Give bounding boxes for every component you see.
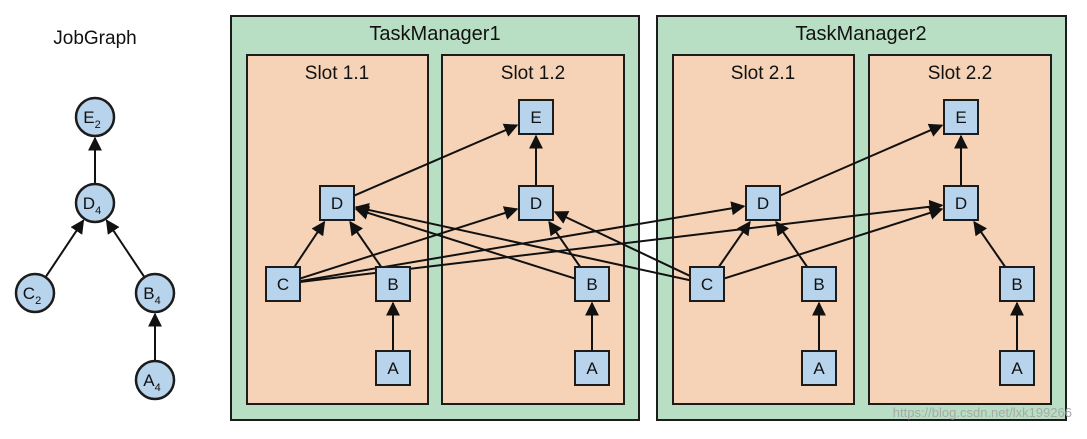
task-node-s21-a: A: [801, 350, 837, 386]
slot-1-1-title: Slot 1.1: [305, 63, 369, 84]
task-node-label: B: [813, 275, 824, 294]
task-node-label: B: [387, 275, 398, 294]
job-graph-node-e: E2: [74, 96, 116, 138]
task-node-label: D: [757, 194, 769, 213]
task-node-label: B: [586, 275, 597, 294]
task-node-s11-c: C: [265, 266, 301, 302]
task-node-s12-b: B: [574, 266, 610, 302]
slot-1-2-title: Slot 1.2: [501, 63, 565, 84]
task-node-label: D: [530, 194, 542, 213]
task-node-s12-e: E: [518, 99, 554, 135]
task-node-s22-e: E: [943, 99, 979, 135]
task-node-s21-d: D: [745, 185, 781, 221]
task-node-s11-d: D: [319, 185, 355, 221]
task-edge-s11-C-to-s21-D: [299, 201, 746, 283]
task-edge-s12-B-to-s11-D: [354, 206, 576, 280]
job-graph-title: JobGraph: [53, 28, 136, 49]
task-node-label: A: [813, 359, 825, 378]
task-manager-2: TaskManager2 Slot 2.1 Slot 2.2: [656, 15, 1067, 421]
slot-2-1: Slot 2.1: [672, 54, 855, 405]
task-node-s22-a: A: [999, 350, 1035, 386]
watermark: https://blog.csdn.net/lxk199266: [893, 405, 1072, 420]
task-manager-1-title: TaskManager1: [369, 23, 500, 45]
job-graph-node-d: D4: [74, 182, 116, 224]
task-edge-s21-D-to-s22-E: [779, 123, 944, 197]
task-node-label: A: [1011, 359, 1023, 378]
task-edge-s11-C-to-s12-D: [299, 206, 519, 280]
task-edge-s11-D-to-s12-E: [353, 123, 519, 197]
task-edge-s21-C-to-s22-D: [723, 206, 944, 280]
task-node-s22-d: D: [943, 185, 979, 221]
task-node-label: E: [955, 108, 966, 127]
slot-2-1-title: Slot 2.1: [731, 63, 795, 84]
task-node-s21-b: B: [801, 266, 837, 302]
task-edge-s11-C-to-s11-D: [293, 220, 326, 268]
task-node-s11-a: A: [375, 350, 411, 386]
task-node-s12-d: D: [518, 185, 554, 221]
job-graph-node-c: C2: [14, 272, 56, 314]
task-manager-1: TaskManager1 Slot 1.1 Slot 1.2: [230, 15, 640, 421]
job-graph-edge-C-D: [44, 219, 85, 278]
task-node-s21-c: C: [689, 266, 725, 302]
task-node-label: D: [331, 194, 343, 213]
job-graph-edge-B-D: [105, 219, 146, 278]
slot-2-2-title: Slot 2.2: [928, 63, 992, 84]
task-edge-s11-B-to-s11-D: [349, 220, 383, 268]
task-node-label: E: [530, 108, 541, 127]
task-node-label: B: [1011, 275, 1022, 294]
task-node-s12-a: A: [574, 350, 610, 386]
task-node-label: A: [387, 359, 399, 378]
task-node-label: D: [955, 194, 967, 213]
slot-1-1: Slot 1.1: [246, 54, 429, 405]
task-edge-s21-B-to-s21-D: [775, 220, 809, 268]
task-node-s11-b: B: [375, 266, 411, 302]
task-manager-2-title: TaskManager2: [795, 23, 926, 45]
task-node-s22-b: B: [999, 266, 1035, 302]
job-graph-node-b: B4: [134, 272, 176, 314]
job-graph-node-a: A4: [134, 359, 176, 401]
task-edge-s22-B-to-s22-D: [973, 220, 1007, 268]
task-node-label: C: [277, 275, 289, 294]
task-node-label: C: [701, 275, 713, 294]
task-node-label: A: [586, 359, 598, 378]
task-edge-s12-B-to-s12-D: [548, 220, 582, 268]
